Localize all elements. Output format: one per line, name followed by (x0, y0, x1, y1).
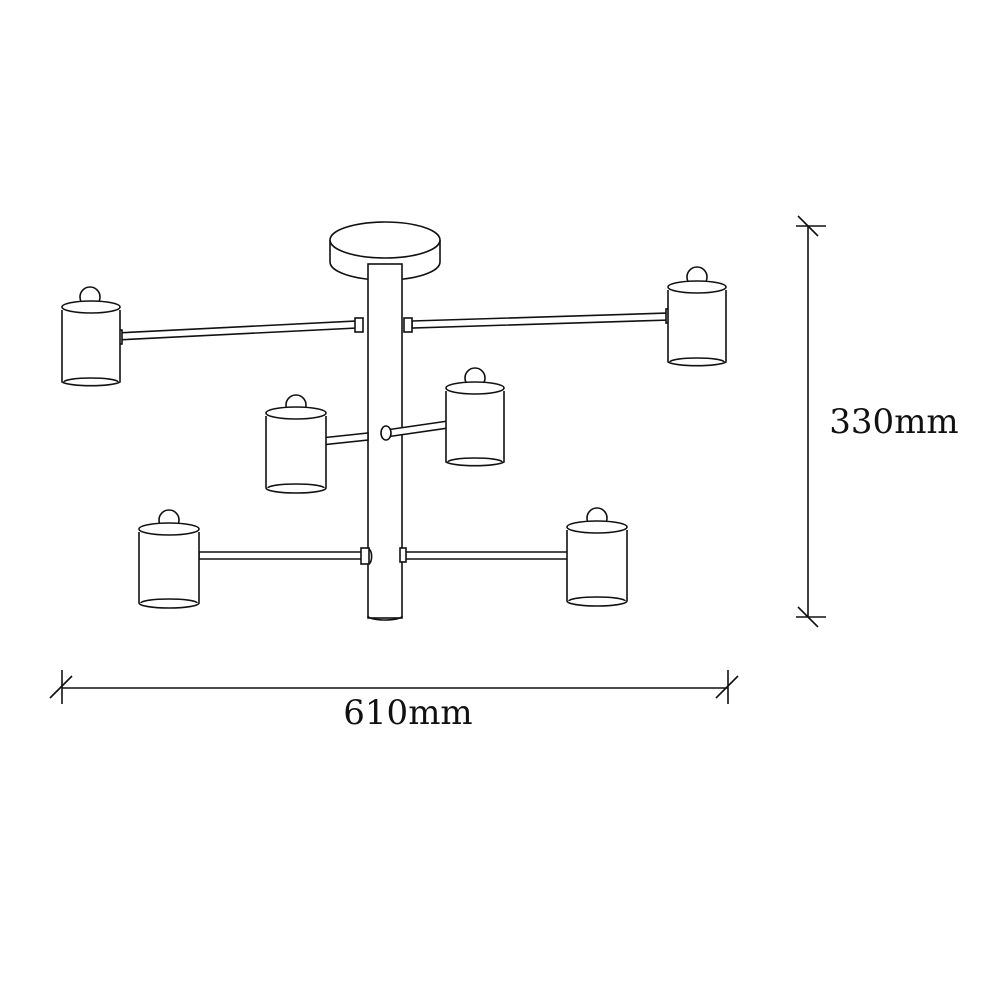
ceiling-canopy (329, 221, 441, 281)
lamp-shade-middle-right (445, 367, 505, 467)
bottom-left-arm (198, 547, 373, 565)
width-dimension (49, 670, 739, 704)
bottom-right-arm (399, 547, 584, 563)
top-right-arm (403, 308, 676, 333)
lamp-shade-bottom-right (566, 507, 628, 607)
lamp-shade-middle-left (265, 394, 327, 494)
height-label: 330mm (829, 402, 958, 442)
width-label: 610mm (343, 693, 472, 733)
lamp-shade-top-right (667, 266, 727, 367)
central-rod (367, 263, 403, 621)
height-dimension (796, 215, 826, 628)
top-left-arm (112, 317, 364, 345)
lamp-shade-bottom-left (138, 509, 200, 609)
lamp-shade-top-left (61, 286, 121, 387)
